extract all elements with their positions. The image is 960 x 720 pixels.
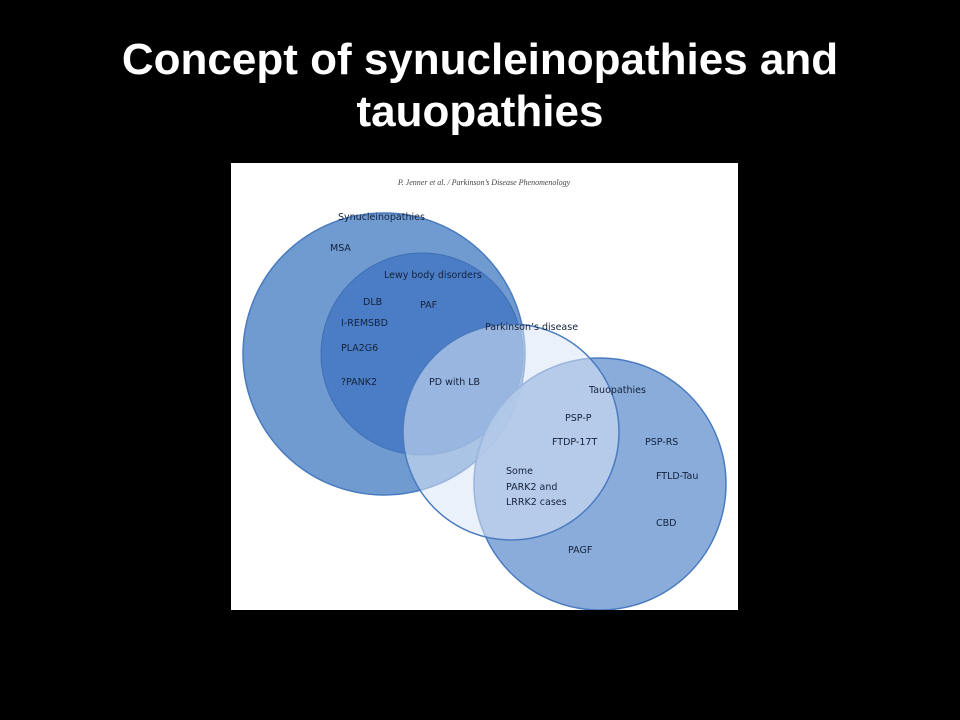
parkinsons-disease-label: Parkinson’s disease (485, 322, 578, 333)
figure-citation: P. Jenner et al. / Parkinson’s Disease P… (397, 178, 571, 187)
msa-label: MSA (330, 243, 351, 254)
overlap-line-1: Some (506, 466, 533, 477)
pd-with-lb-label: PD with LB (429, 377, 480, 388)
venn-figure: P. Jenner et al. / Parkinson’s Disease P… (231, 163, 738, 610)
overlap-line-3: LRRK2 cases (506, 497, 567, 508)
slide-title-line-2: tauopathies (356, 87, 604, 136)
overlap-line-2: PARK2 and (506, 482, 557, 493)
paf-label: PAF (420, 300, 437, 311)
ftld-tau-label: FTLD-Tau (656, 471, 698, 482)
pla2g6-label: PLA2G6 (341, 343, 378, 354)
slide-title-line-1: Concept of synucleinopathies and (121, 35, 839, 84)
pank2-label: ?PANK2 (341, 377, 377, 388)
ftdp-17t-label: FTDP-17T (552, 437, 597, 448)
lewy-body-disorders-label: Lewy body disorders (384, 270, 482, 281)
parkinsons-disease-circle (402, 323, 620, 541)
venn-diagram: P. Jenner et al. / Parkinson’s Disease P… (242, 178, 727, 610)
psp-rs-label: PSP-RS (645, 437, 678, 448)
slide-title: Concept of synucleinopathies and tauopat… (0, 34, 960, 138)
i-remsbd-label: I-REMSBD (341, 318, 388, 329)
psp-p-label: PSP-P (565, 413, 592, 424)
tauopathies-label: Tauopathies (588, 385, 646, 396)
dlb-label: DLB (363, 297, 382, 308)
pagf-label: PAGF (568, 545, 592, 556)
synucleinopathies-label: Synucleinopathies (338, 212, 425, 223)
cbd-label: CBD (656, 518, 676, 529)
